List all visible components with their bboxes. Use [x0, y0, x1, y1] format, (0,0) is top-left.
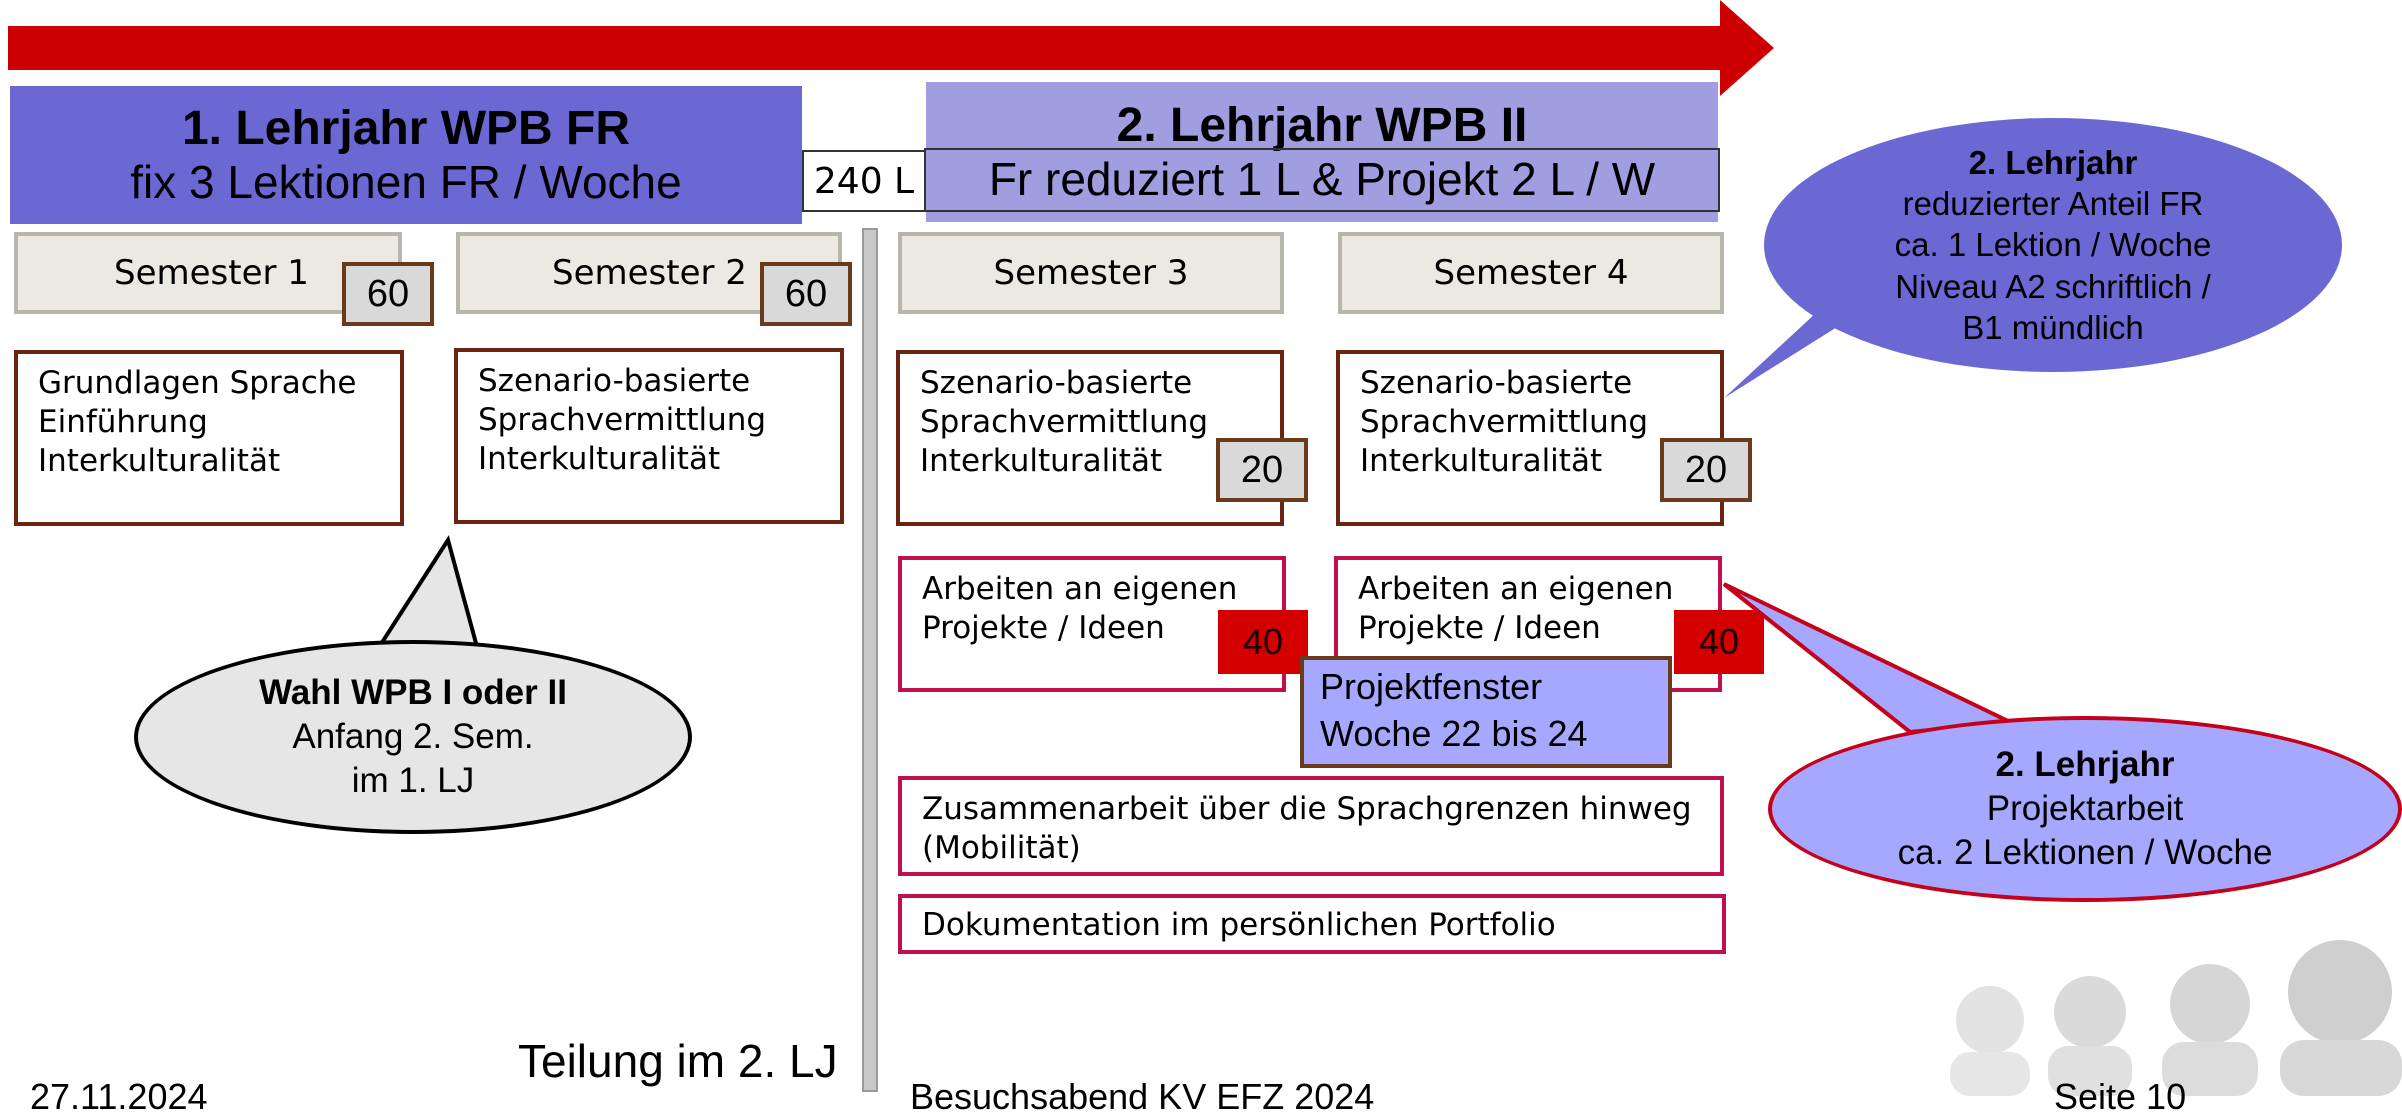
year-divider [862, 228, 878, 1092]
callout-wahl-line: Anfang 2. Sem. [292, 717, 534, 757]
callout-wahl-title: Wahl WPB I oder II [259, 673, 567, 713]
callout-projektarbeit: 2. Lehrjahr Projektarbeit ca. 2 Lektione… [1768, 716, 2402, 902]
box-line: Projekte / Ideen [1358, 609, 1601, 646]
box-line: Sprachvermittlung [478, 401, 767, 438]
semester-2-label: Semester 2 [552, 253, 747, 293]
box-line: Grundlagen Sprache [38, 365, 357, 401]
dokumentation-box: Dokumentation im persönlichen Portfolio [898, 894, 1726, 954]
header-1-title: 1. Lehrjahr WPB FR [181, 101, 631, 155]
footer-page-number: Seite 10 [2054, 1076, 2187, 1117]
box-line: Projekte / Ideen [922, 609, 1165, 646]
callout-fr-line: Niveau A2 schriftlich / [1895, 267, 2211, 305]
callout-proj-line: ca. 2 Lektionen / Woche [1897, 832, 2273, 872]
semester-4: Semester 4 [1338, 232, 1724, 314]
projektfenster-box: Projektfenster Woche 22 bis 24 [1300, 656, 1672, 768]
project-3-badge: 40 [1218, 610, 1308, 674]
footer-title: Besuchsabend KV EFZ 2024 [910, 1076, 1375, 1117]
content-box-semester-1: Grundlagen Sprache Einführung Interkultu… [14, 350, 404, 526]
semester-4-label: Semester 4 [1433, 253, 1629, 293]
box-line: Einführung [38, 403, 208, 440]
callout-proj-title: 2. Lehrjahr [1995, 745, 2175, 785]
semester-1-badge: 60 [342, 262, 434, 326]
callout-wahl-line: im 1. LJ [351, 760, 475, 800]
box-line: Szenario-basierte [478, 363, 751, 399]
callout-wahl: Wahl WPB I oder II Anfang 2. Sem. im 1. … [134, 640, 692, 834]
semester-1: Semester 1 [14, 232, 402, 314]
header-1-subtitle: fix 3 Lektionen FR / Woche [130, 156, 682, 209]
callout-fr-line: reduzierter Anteil FR [1902, 185, 2204, 223]
box-line: Interkulturalität [38, 442, 281, 479]
footer-date: 27.11.2024 [30, 1076, 208, 1117]
header-2-subtitle: Fr reduziert 1 L & Projekt 2 L / W [988, 153, 1656, 206]
projektfenster-line: Woche 22 bis 24 [1320, 712, 1588, 754]
people-photo-image [1950, 940, 2402, 1096]
box-line: Arbeiten an eigenen [922, 571, 1238, 607]
header-lehrjahr-2: 2. Lehrjahr WPB II Fr reduziert 1 L & Pr… [926, 82, 1718, 222]
semester-2-badge: 60 [760, 262, 852, 326]
teilung-label: Teilung im 2. LJ [518, 1035, 838, 1087]
semester-3-label: Semester 3 [993, 253, 1189, 293]
callout-fr-line: ca. 1 Lektion / Woche [1894, 226, 2212, 264]
semester-3-badge: 20 [1216, 438, 1308, 502]
projektfenster-line: Projektfenster [1320, 666, 1543, 707]
project-4-badge: 40 [1674, 610, 1764, 674]
callout-proj-line: Projektarbeit [1986, 789, 2184, 829]
box-line: Interkulturalität [1360, 442, 1603, 479]
box-line: Arbeiten an eigenen [1358, 571, 1674, 607]
box-line: Interkulturalität [920, 442, 1163, 479]
callout-fr-title: 2. Lehrjahr [1968, 143, 2138, 181]
box-line: Interkulturalität [478, 440, 721, 477]
box-line: Szenario-basierte [920, 365, 1193, 401]
box-line: Sprachvermittlung [1360, 403, 1649, 440]
box-line: Zusammenarbeit über die Sprachgrenzen hi… [922, 791, 1692, 827]
timeline-arrow-head [1720, 0, 1774, 96]
semester-1-label: Semester 1 [114, 253, 309, 293]
callout-fr-line: B1 mündlich [1962, 308, 2144, 346]
callout-fr-reduction: 2. Lehrjahr reduzierter Anteil FR ca. 1 … [1764, 118, 2342, 372]
lesson-total: 240 L [802, 150, 926, 212]
header-2-title: 2. Lehrjahr WPB II [1116, 98, 1528, 152]
timeline-arrow-shaft [8, 26, 1728, 70]
zusammenarbeit-box: Zusammenarbeit über die Sprachgrenzen hi… [898, 776, 1724, 876]
content-box-semester-4: Szenario-basierte Sprachvermittlung Inte… [1336, 350, 1724, 526]
semester-4-badge: 20 [1660, 438, 1752, 502]
header-2-frame [924, 148, 1720, 212]
box-line: Szenario-basierte [1360, 365, 1633, 401]
content-box-semester-2: Szenario-basierte Sprachvermittlung Inte… [454, 348, 844, 524]
callout-proj-tail [1722, 582, 2018, 735]
box-line: Dokumentation im persönlichen Portfolio [922, 907, 1556, 943]
semester-3: Semester 3 [898, 232, 1284, 314]
header-lehrjahr-1: 1. Lehrjahr WPB FR fix 3 Lektionen FR / … [10, 86, 802, 224]
box-line: Sprachvermittlung [920, 403, 1209, 440]
box-line: (Mobilität) [922, 829, 1081, 866]
